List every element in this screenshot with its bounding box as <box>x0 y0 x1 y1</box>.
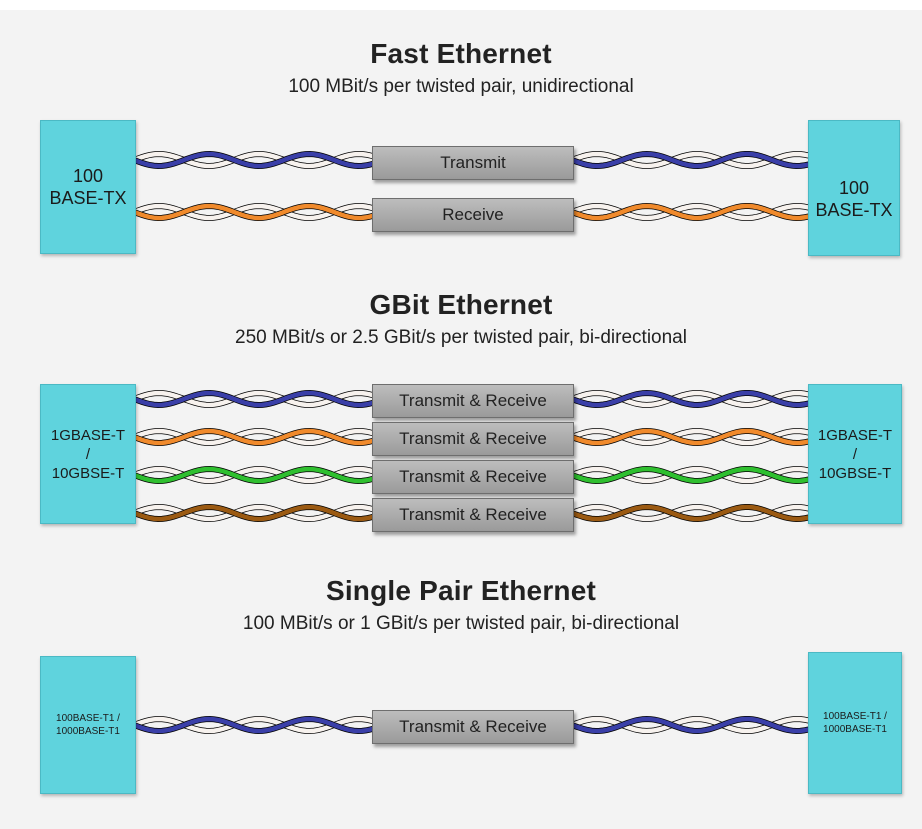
gbit-left-device-label: 1GBASE-T / 10GBSE-T <box>50 426 126 482</box>
spe-right-device-box: 100BASE-T1 / 1000BASE-T1 <box>808 652 902 794</box>
twisted-pair-orange-segment <box>569 427 811 447</box>
twisted-pair-blue-segment <box>131 715 377 735</box>
fast-receive-label: Receive <box>372 198 574 232</box>
gbit-right-device-label: 1GBASE-T / 10GBSE-T <box>817 426 893 482</box>
wire-orange-strand <box>569 428 811 446</box>
wire-blue-strand <box>569 716 811 734</box>
gbit-left-device-box: 1GBASE-T / 10GBSE-T <box>40 384 136 524</box>
spe-pair-label: Transmit & Receive <box>372 710 574 744</box>
gbit-pair-1-label: Transmit & Receive <box>372 384 574 418</box>
wire-blue-strand <box>569 151 811 169</box>
gbit-right-device-box: 1GBASE-T / 10GBSE-T <box>808 384 902 524</box>
top-strip <box>0 0 922 10</box>
twisted-pair-green-segment <box>569 465 811 485</box>
twisted-pair-blue-segment <box>569 150 811 170</box>
twisted-pair-orange-segment <box>131 202 377 222</box>
twisted-pair-brown-segment <box>131 503 377 523</box>
gbit-pair-2-label: Transmit & Receive <box>372 422 574 456</box>
twisted-pair-blue-segment <box>131 150 377 170</box>
twisted-pair-blue-segment <box>131 389 377 409</box>
twisted-pair-blue-segment <box>569 715 811 735</box>
fast-ethernet-subtitle: 100 MBit/s per twisted pair, unidirectio… <box>288 76 634 97</box>
twisted-pair-orange-segment <box>569 202 811 222</box>
spe-subtitle: 100 MBit/s or 1 GBit/s per twisted pair,… <box>242 613 680 634</box>
gbit-ethernet-subtitle: 250 MBit/s or 2.5 GBit/s per twisted pai… <box>235 327 687 348</box>
wire-orange-strand <box>131 203 377 221</box>
wire-orange-strand <box>569 203 811 221</box>
wire-green-strand <box>131 466 377 484</box>
fast-right-device-box: 100 BASE-TX <box>808 120 900 256</box>
wire-blue-strand <box>131 151 377 169</box>
spe-right-device-label: 100BASE-T1 / 1000BASE-T1 <box>823 711 887 735</box>
wire-orange-strand <box>131 428 377 446</box>
twisted-pair-green-segment <box>131 465 377 485</box>
twisted-pair-brown-segment <box>569 503 811 523</box>
twisted-pair-blue-segment <box>569 389 811 409</box>
gbit-pair-4-label: Transmit & Receive <box>372 498 574 532</box>
spe-left-device-label: 100BASE-T1 / 1000BASE-T1 <box>56 713 120 737</box>
fast-left-device-box: 100 BASE-TX <box>40 120 136 254</box>
wire-blue-strand <box>131 716 377 734</box>
fast-right-device-label: 100 BASE-TX <box>815 178 893 220</box>
spe-title: Single Pair Ethernet <box>325 575 597 606</box>
wire-brown-strand <box>131 504 377 522</box>
fast-left-device-label: 100 BASE-TX <box>49 166 127 208</box>
gbit-ethernet-title: GBit Ethernet <box>369 289 553 320</box>
gbit-pair-3-label: Transmit & Receive <box>372 460 574 494</box>
wire-green-strand <box>569 466 811 484</box>
fast-transmit-label: Transmit <box>372 146 574 180</box>
twisted-pair-orange-segment <box>131 427 377 447</box>
fast-ethernet-title: Fast Ethernet <box>370 38 552 69</box>
wire-blue-strand <box>569 390 811 408</box>
wire-blue-strand <box>131 390 377 408</box>
wire-brown-strand <box>569 504 811 522</box>
spe-left-device-box: 100BASE-T1 / 1000BASE-T1 <box>40 656 136 794</box>
